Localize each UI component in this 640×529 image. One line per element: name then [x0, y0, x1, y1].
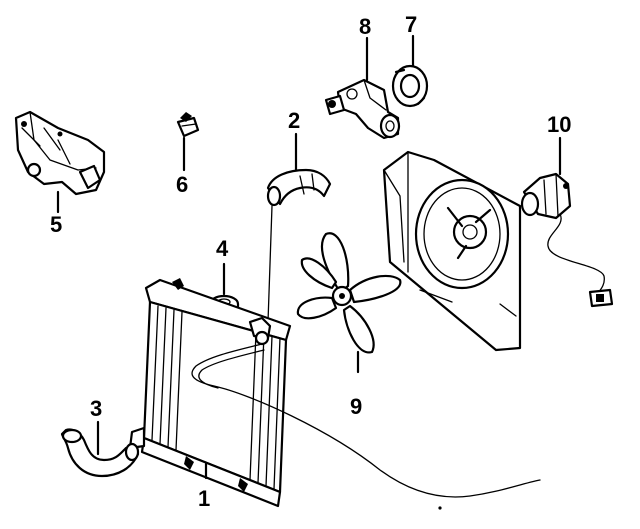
part-3-lower-radiator-hose [60, 428, 140, 478]
part-5-mount-bracket [14, 110, 106, 196]
hose-2-routing-line [267, 205, 273, 323]
part-2-upper-radiator-hose [266, 168, 332, 207]
callout-3: 3 [90, 396, 102, 421]
overflow-hose-outer [198, 349, 265, 389]
hose-end-marker [438, 506, 442, 510]
part-8-thermostat-housing [324, 78, 401, 140]
overflow-hose [191, 343, 541, 498]
callout-9: 9 [350, 394, 362, 419]
part-9-cooling-fan [296, 232, 402, 354]
callout-4: 4 [216, 236, 229, 261]
callout-6: 6 [176, 172, 188, 197]
callout-5: 5 [50, 212, 62, 237]
callout-10: 10 [547, 112, 571, 137]
fan-shroud [382, 150, 522, 352]
part-6-temperature-sensor [176, 112, 200, 138]
callout-7: 7 [405, 12, 417, 37]
part-10-fan-motor [520, 172, 614, 308]
callout-8: 8 [359, 14, 371, 39]
part-1-radiator [128, 278, 292, 508]
callout-1: 1 [198, 486, 210, 511]
part-7-thermostat-gasket [391, 64, 429, 108]
callout-2: 2 [288, 108, 300, 133]
